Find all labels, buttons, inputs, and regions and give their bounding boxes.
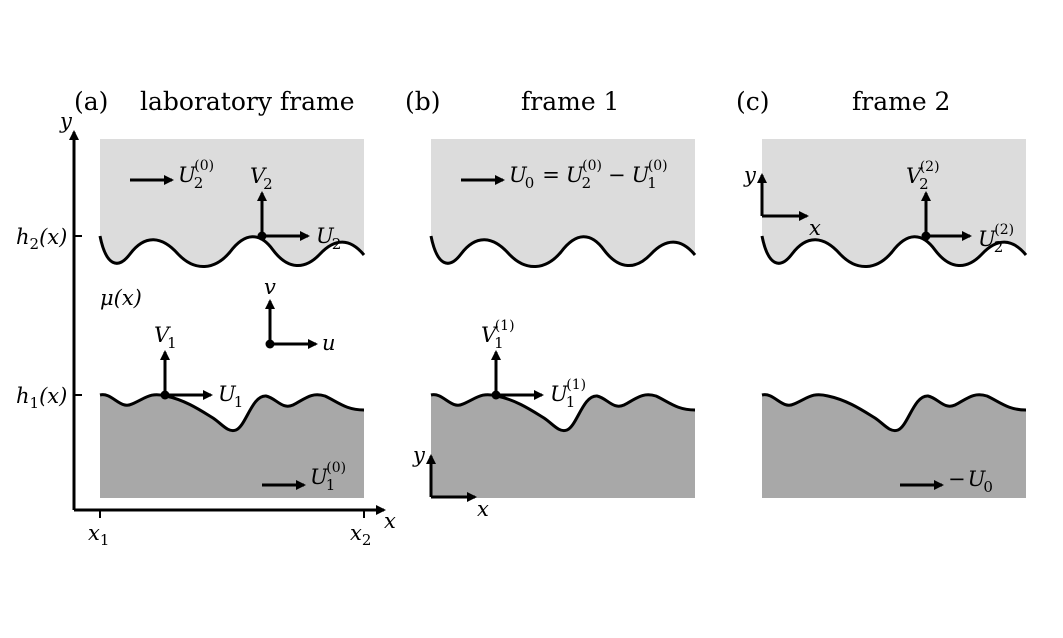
panel-a-tag: (a): [74, 87, 108, 116]
h2-label: h2(x): [16, 225, 67, 253]
panel-c: (c) frame 2 y x V2(2) U2(2) −U0: [736, 87, 1028, 498]
mu-label: μ(x): [100, 286, 142, 310]
v2-2-label: V2(2): [906, 159, 940, 193]
lower-fluid-layer-c: [762, 394, 1026, 498]
panel-a-title: laboratory frame: [140, 87, 355, 116]
u1-0-label: U1(0): [310, 460, 346, 494]
x-axis-label: x: [384, 509, 396, 533]
v-basis-label: v: [264, 275, 276, 299]
v2-label: V2: [250, 164, 273, 193]
lower-interface-b: [430, 393, 696, 433]
frame1-x-label: x: [477, 497, 489, 521]
lower-interface-c: [761, 393, 1027, 433]
u0-equation: U0=U2(0)−U1(0): [509, 158, 668, 192]
panel-b-title: frame 1: [521, 87, 619, 116]
u2-2-label: U2(2): [978, 222, 1014, 256]
upper-interface-c: [760, 235, 1028, 268]
panel-b-tag: (b): [405, 87, 441, 116]
panel-a: (a) laboratory frame y x h2(x) h1(x) x1 …: [16, 87, 396, 549]
upper-fluid-layer-b: [431, 139, 695, 267]
panel-c-title: frame 2: [852, 87, 950, 116]
h1-label: h1(x): [16, 384, 67, 412]
frame2-x-label: x: [809, 216, 821, 240]
lower-interface-a: [99, 393, 365, 433]
y-axis-label: y: [59, 109, 73, 133]
x2-label: x2: [350, 521, 371, 549]
v1-1-label: V1(1): [481, 318, 515, 352]
frame2-y-label: y: [743, 163, 757, 187]
u1-label: U1: [218, 382, 243, 411]
u-basis-label: u: [322, 331, 336, 355]
panel-c-tag: (c): [736, 87, 770, 116]
upper-interface-b: [429, 235, 697, 268]
x1-label: x1: [88, 521, 109, 549]
panel-b: (b) frame 1 U0=U2(0)−U1(0) V1(1) U1(1) y…: [405, 87, 697, 521]
u1-1-label: U1(1): [550, 377, 586, 411]
lower-fluid-layer-a: [100, 394, 364, 498]
v1-label: V1: [154, 323, 177, 352]
u2-label: U2: [316, 224, 341, 253]
minus-u0-label: −U0: [948, 467, 993, 496]
u2-0-label: U2(0): [178, 158, 214, 192]
lower-fluid-layer-b: [431, 394, 695, 498]
frame1-y-label: y: [412, 443, 426, 467]
upper-interface-a: [98, 235, 366, 268]
